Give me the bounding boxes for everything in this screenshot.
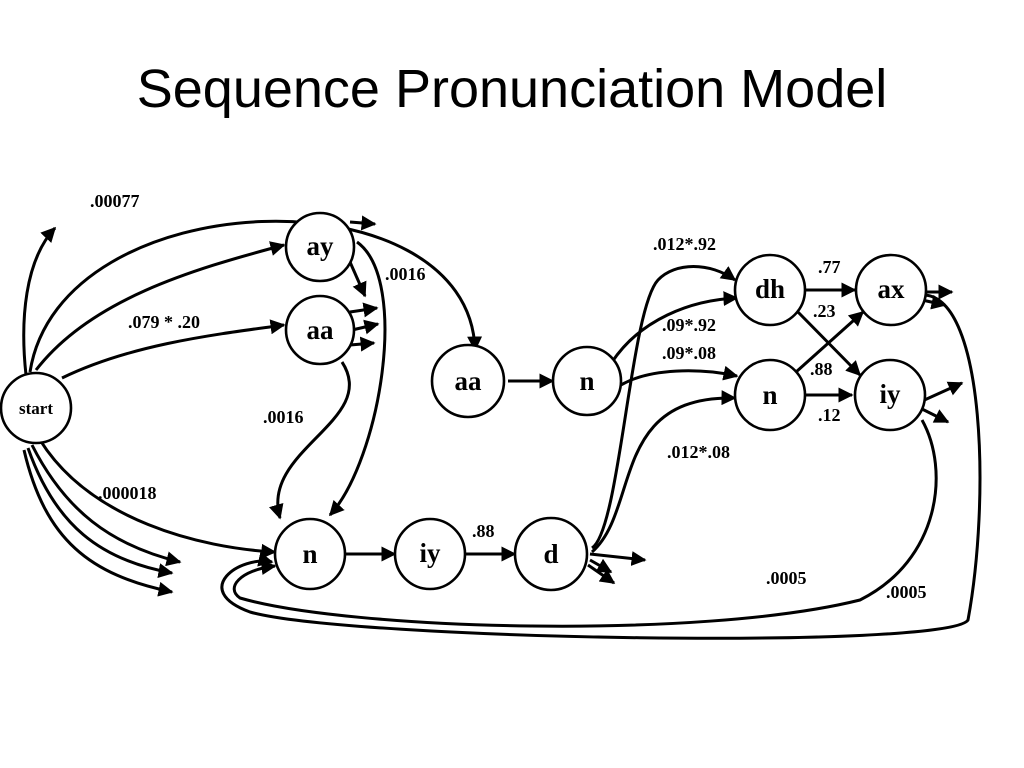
- edge-label-ay-n-bottom: .0016: [385, 264, 426, 284]
- node-iy-right: iy: [853, 358, 927, 432]
- node-iy-right-label: iy: [879, 379, 901, 409]
- node-dh: dh: [733, 253, 807, 327]
- node-ax: ax: [854, 253, 928, 327]
- edge-iy-right-exit-1: [919, 381, 964, 404]
- edge-n-mid-dh: [610, 291, 739, 363]
- node-n-bottom-label: n: [302, 539, 317, 569]
- node-iy-bottom-label: iy: [419, 538, 441, 568]
- edge-label-dh-ax: .77: [818, 257, 841, 277]
- node-n-bottom: n: [273, 517, 347, 591]
- edge-ax-n-bottom: [220, 293, 982, 640]
- node-aa-mid-label: aa: [455, 366, 483, 396]
- edge-label-start-n-bottom: .000018: [98, 483, 157, 503]
- edge-ay-exit-2: [348, 261, 367, 298]
- edge-iy-right-exit-2: [919, 406, 950, 424]
- edge-start-exit-1: [22, 226, 57, 376]
- node-d: d: [513, 516, 589, 592]
- edge-aa-top-exit-1: [349, 302, 379, 318]
- node-n-right: n: [733, 358, 807, 432]
- node-aa-top: aa: [284, 294, 356, 366]
- node-aa-top-label: aa: [307, 315, 335, 345]
- edge-label-n-mid-n-right: .09*.08: [662, 343, 716, 363]
- edge-label-iy-right-n-bottom: .0005: [886, 582, 927, 602]
- edge-start-exit-4: [22, 449, 174, 597]
- edge-d-exit-3: [587, 563, 616, 585]
- edge-start-ay: [34, 241, 286, 371]
- nodes: start ay aa aa n dh ax n: [0, 211, 928, 592]
- edge-aa-top-n-bottom: [269, 361, 351, 520]
- node-ay-label: ay: [307, 231, 335, 261]
- edge-n-mid-n-right: [620, 365, 739, 387]
- edge-aa-top-exit-3: [349, 336, 376, 352]
- edge-label-start-aa-top: .079 * .20: [128, 312, 200, 332]
- edge-start-exit-2: [30, 444, 182, 567]
- edge-label-iy-bottom-d: .88: [472, 521, 495, 541]
- edge-start-exit-3: [26, 447, 174, 578]
- edge-aa-top-exit-2: [351, 319, 380, 335]
- node-n-mid-label: n: [579, 366, 594, 396]
- node-n-right-label: n: [762, 380, 777, 410]
- edge-iy-right-n-bottom: [232, 419, 938, 628]
- edge-label-ax-n-bottom: .0005: [766, 568, 807, 588]
- edge-ax-exit-2: [921, 294, 947, 310]
- node-ax-label: ax: [878, 274, 906, 304]
- node-n-mid: n: [551, 345, 623, 417]
- node-dh-label: dh: [755, 274, 785, 304]
- node-aa-mid: aa: [430, 343, 506, 419]
- slide-title: Sequence Pronunciation Model: [136, 59, 888, 119]
- edge-ay-exit-1: [349, 215, 377, 231]
- edge-d-exit-1: [589, 551, 647, 566]
- edge-label-aa-top-n-bottom: .0016: [263, 407, 304, 427]
- edge-label-dh-iy: .23: [813, 301, 836, 321]
- edge-label-start-aa-mid: .00077: [90, 191, 140, 211]
- edge-label-n-mid-dh: .09*.92: [662, 315, 716, 335]
- edge-start-aa-top: [61, 319, 286, 380]
- edge-label-d-n-right: .012*.08: [667, 442, 730, 462]
- edges: [22, 215, 982, 640]
- edge-label-n-right-ax: .88: [810, 359, 833, 379]
- node-d-label: d: [543, 539, 558, 569]
- node-start: start: [0, 371, 73, 445]
- node-start-label: start: [19, 399, 53, 418]
- edge-d-dh: [590, 265, 737, 550]
- edge-label-d-dh: .012*.92: [653, 234, 716, 254]
- node-ay: ay: [284, 211, 356, 283]
- edge-n-right-ax: [794, 310, 865, 374]
- edge-labels: .00077 .079 * .20 .0016 .0016 .000018 .0…: [90, 191, 927, 602]
- edge-label-n-right-iy: .12: [818, 405, 841, 425]
- edge-start-n-bottom: [38, 439, 277, 559]
- node-iy-bottom: iy: [393, 517, 467, 591]
- edge-d-n-right: [591, 390, 737, 554]
- edge-start-aa-mid: [28, 219, 483, 373]
- edge-ay-n-bottom: [328, 240, 387, 517]
